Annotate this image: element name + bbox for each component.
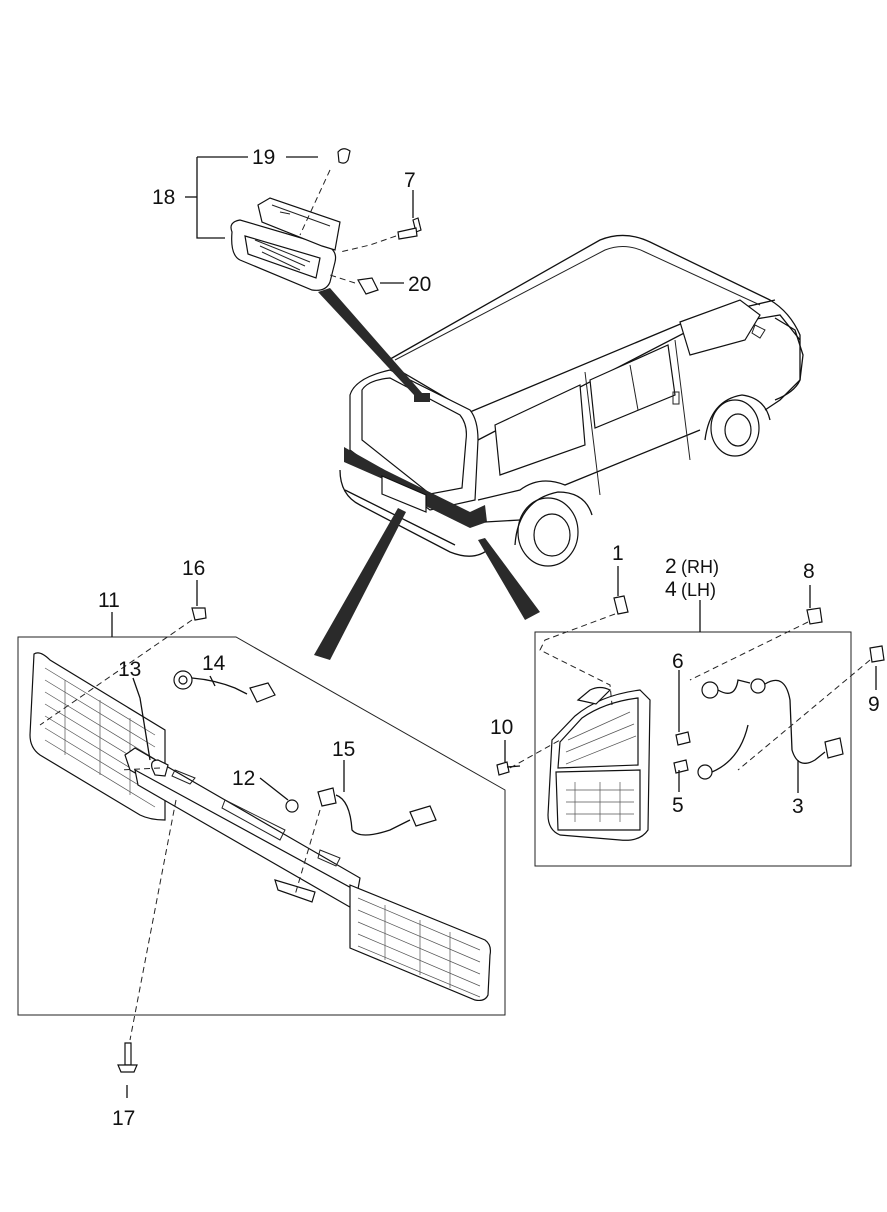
label-13: 13 xyxy=(118,658,141,681)
label-10: 10 xyxy=(490,716,513,739)
group-box-11 xyxy=(17,636,506,1016)
leader-wedge-right xyxy=(478,538,540,620)
leader-lines xyxy=(111,156,877,1098)
label-3: 3 xyxy=(792,795,804,818)
van-illustration xyxy=(314,234,804,660)
label-11: 11 xyxy=(98,589,120,612)
label-2-side: (RH) xyxy=(681,557,719,577)
garnish-assembly-box xyxy=(17,607,506,1073)
third-brake-light-mark xyxy=(414,393,430,402)
tail-lamp-box xyxy=(496,595,885,867)
label-1: 1 xyxy=(612,542,624,565)
group-box-2-4 xyxy=(534,631,852,867)
label-16: 16 xyxy=(182,557,205,580)
label-9: 9 xyxy=(868,693,880,716)
label-19: 19 xyxy=(252,146,275,169)
label-4: 4 xyxy=(665,578,677,601)
label-14: 14 xyxy=(202,652,226,675)
label-18: 18 xyxy=(152,186,175,209)
label-7: 7 xyxy=(404,169,416,192)
label-8: 8 xyxy=(803,560,815,583)
label-20: 20 xyxy=(408,273,431,296)
label-6: 6 xyxy=(672,650,684,673)
label-4-side: (LH) xyxy=(681,580,716,600)
part-labels: 19 18 7 20 16 11 13 14 12 15 17 1 2 (RH)… xyxy=(98,146,880,1130)
label-17: 17 xyxy=(112,1107,135,1130)
leader-wedge-top xyxy=(318,288,422,395)
leader-wedge-left xyxy=(314,508,406,660)
label-5: 5 xyxy=(672,794,684,817)
label-15: 15 xyxy=(332,738,355,761)
label-12: 12 xyxy=(232,767,255,790)
high-mount-stop-lamp xyxy=(230,148,422,295)
label-2: 2 xyxy=(665,555,677,578)
